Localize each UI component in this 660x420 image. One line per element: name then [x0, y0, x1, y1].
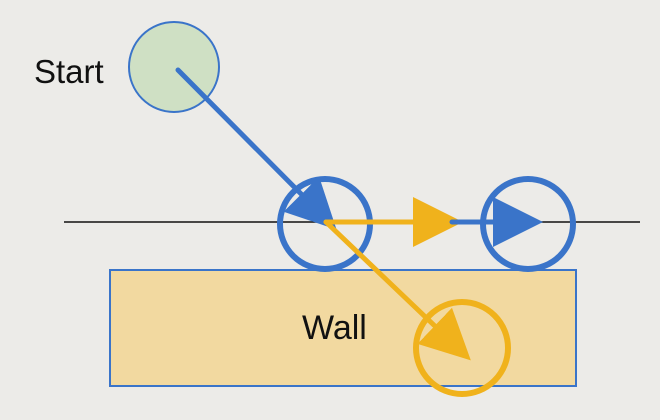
start-label: Start	[34, 53, 104, 90]
wall-rectangle	[109, 269, 577, 387]
incoming-movement-arrow	[175, 67, 337, 230]
penetration-circle	[413, 299, 511, 397]
wall-label: Wall	[302, 309, 367, 347]
penetration-arrow	[323, 219, 471, 361]
